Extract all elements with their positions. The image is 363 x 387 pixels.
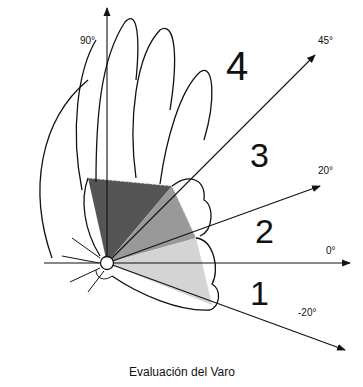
angle-label: 0° bbox=[326, 246, 336, 256]
zone-number: 4 bbox=[226, 46, 248, 86]
foot-outline bbox=[40, 19, 219, 311]
zone-number: 3 bbox=[250, 138, 269, 172]
heel-pivot bbox=[101, 257, 114, 270]
zone-number: 2 bbox=[255, 214, 274, 248]
angle-label: 45° bbox=[318, 36, 333, 46]
angle-label: 90° bbox=[80, 36, 95, 46]
heel-rays bbox=[62, 238, 104, 292]
angle-label: 20° bbox=[318, 166, 333, 176]
caption: Evaluación del Varo bbox=[129, 366, 235, 378]
angle-label: -20° bbox=[298, 308, 316, 318]
rotation-arrow bbox=[96, 270, 112, 279]
zone-number: 1 bbox=[250, 276, 269, 310]
light-wedge bbox=[107, 238, 212, 305]
angle-lines bbox=[44, 8, 350, 350]
